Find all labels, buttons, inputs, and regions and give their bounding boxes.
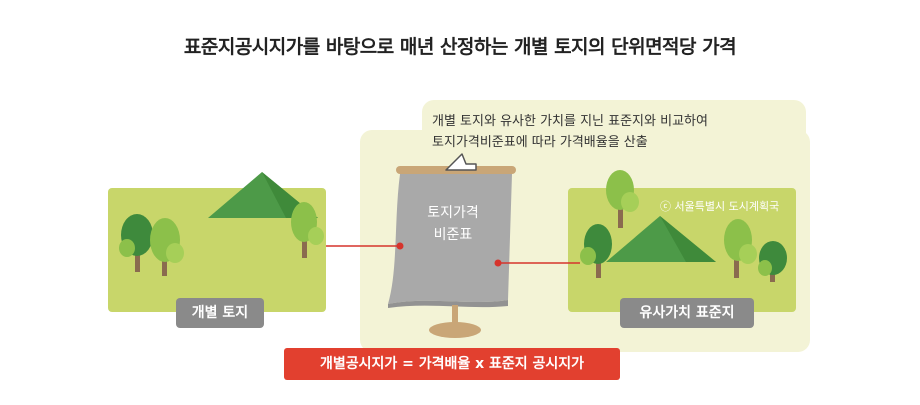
individual-land-label: 개별 토지 [176, 298, 264, 328]
left-tree-big-icon [119, 214, 153, 272]
left-connector-dot [396, 242, 404, 250]
page-title: 표준지공시지가를 바탕으로 매년 산정하는 개별 토지의 단위면적당 가격 [183, 36, 737, 58]
right-tree-right-icon [758, 241, 787, 282]
right-connector-dot [494, 259, 502, 267]
board-label-line-1: 토지가격 [427, 205, 479, 221]
board-label: 토지가격 비준표 [408, 202, 498, 246]
board-label-line-2: 비준표 [433, 227, 473, 243]
formula-box: 개별공시지가 = 가격배율 x 표준지 공시지가 [284, 348, 620, 380]
left-tree-right-icon [291, 202, 324, 258]
standard-land-label: 유사가치 표준지 [620, 298, 754, 328]
left-tree-mid-icon [150, 218, 184, 276]
speech-line-2: 토지가격비준표에 따라 가격배율을 산출 [432, 135, 648, 150]
right-tree-mid-icon [724, 219, 757, 278]
speech-text: 개별 토지와 유사한 가치를 지닌 표준지와 비교하여 토지가격비준표에 따라 … [432, 111, 708, 153]
price-board-icon [388, 166, 516, 338]
right-tree-left-icon [580, 224, 612, 278]
pointer-arrow-icon [445, 153, 477, 171]
right-tree-top-icon [606, 170, 639, 228]
copyright-text: ⓒ 서울특별시 도시계획국 [660, 200, 780, 213]
speech-line-1: 개별 토지와 유사한 가치를 지닌 표준지와 비교하여 [432, 114, 708, 129]
